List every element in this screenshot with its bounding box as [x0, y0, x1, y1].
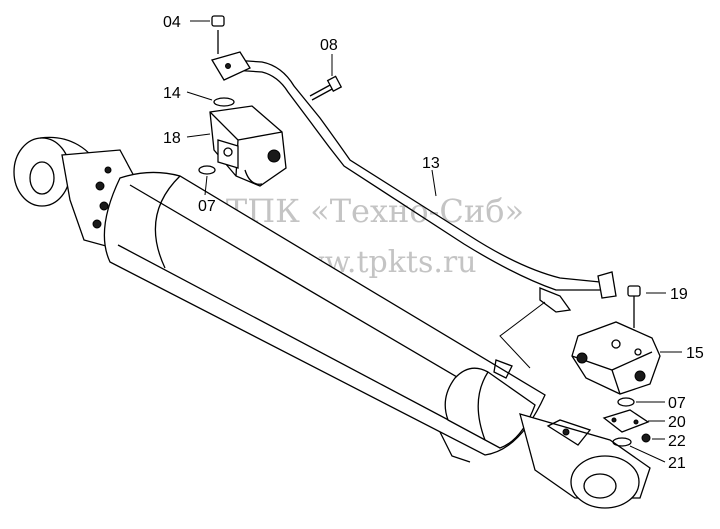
part-21-ring [612, 437, 632, 447]
label-18: 18 [163, 130, 181, 147]
pipe-end-flange [597, 271, 617, 299]
label-14: 14 [163, 85, 181, 102]
watermark-company: ТПК «Техно-Сиб» [226, 192, 524, 230]
label-19: 19 [670, 286, 688, 303]
label-07-lower: 07 [668, 395, 686, 412]
hydraulic-cylinder [13, 136, 651, 509]
label-13: 13 [422, 155, 440, 172]
cylinder-rear-eye [13, 137, 71, 207]
label-07-upper: 07 [198, 198, 216, 215]
flange-20 [602, 409, 650, 433]
cylinder-band-clamp [444, 367, 536, 449]
bolt-08 [309, 75, 343, 101]
label-15: 15 [686, 345, 704, 362]
label-21: 21 [668, 455, 686, 472]
pipe-line [231, 59, 617, 369]
leader-lines [186, 20, 682, 463]
label-20: 20 [668, 414, 686, 431]
part-22-nut [641, 433, 651, 443]
valve-lower [571, 285, 661, 447]
cylinder-barrel [103, 171, 546, 456]
label-04: 04 [163, 14, 181, 31]
label-08: 08 [320, 37, 338, 54]
valve-upper [198, 15, 287, 187]
label-22: 22 [668, 433, 686, 450]
cylinder-rod-eye [570, 455, 640, 509]
part-labels: 04 08 14 18 07 13 19 15 07 20 22 21 [163, 14, 704, 472]
